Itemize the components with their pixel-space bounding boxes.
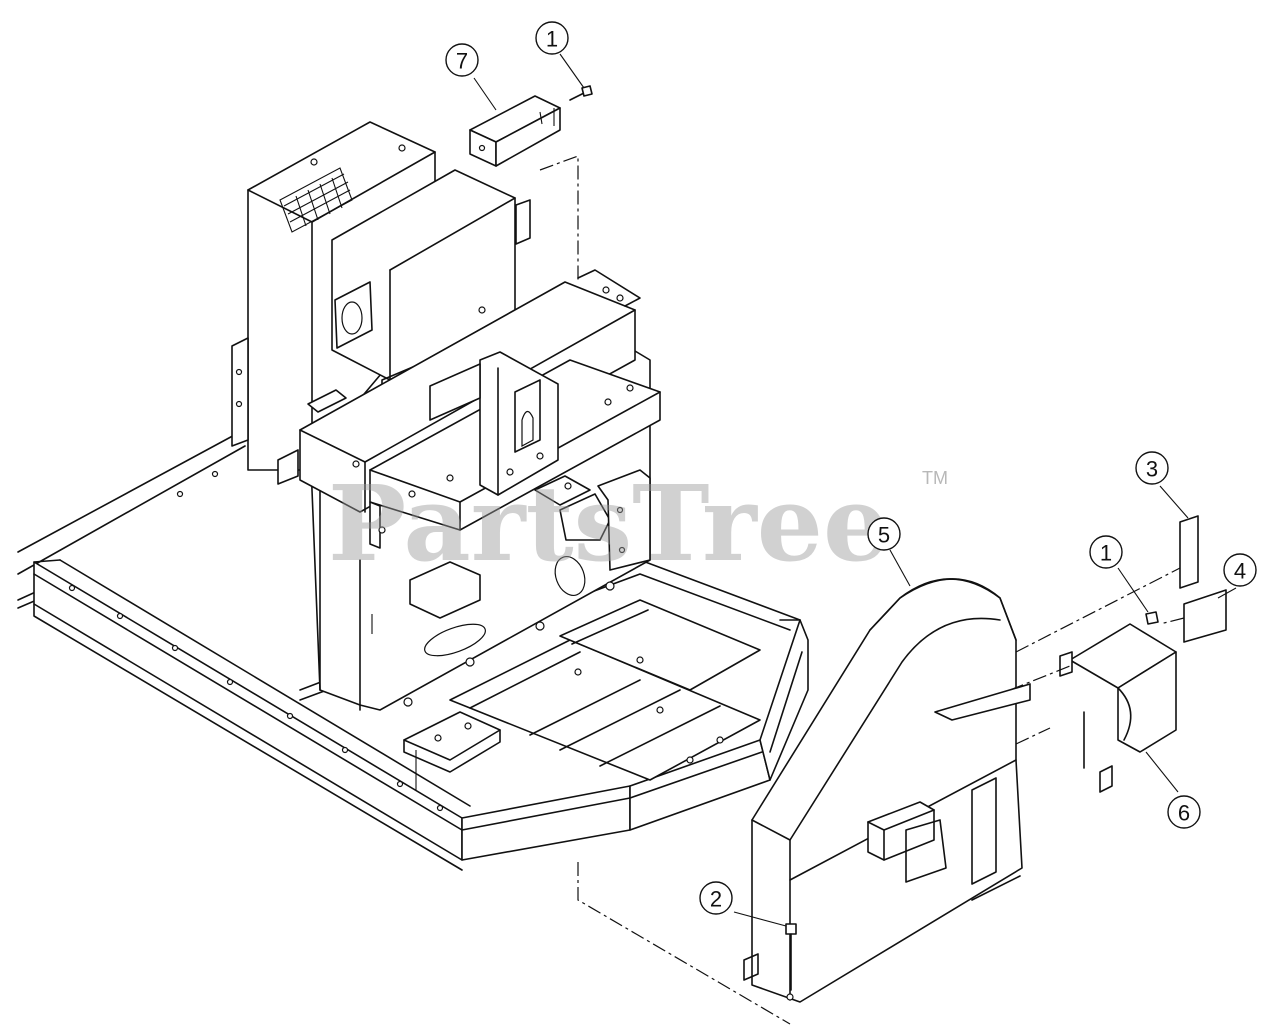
part-2-bolt — [785, 923, 797, 991]
part-4-plate — [1183, 589, 1227, 643]
assembly-lines — [539, 155, 1185, 1025]
front-bracket — [534, 469, 651, 571]
svg-text:2: 2 — [710, 887, 722, 912]
callout-6: 6 — [1167, 795, 1201, 829]
svg-text:7: 7 — [456, 49, 468, 74]
svg-text:4: 4 — [1234, 559, 1246, 584]
part-1-bolt-top — [569, 85, 593, 101]
seat-support — [331, 169, 531, 391]
callout-4: 4 — [1223, 553, 1257, 587]
watermark-trademark: TM — [922, 468, 948, 488]
leader-lines — [473, 53, 1237, 927]
svg-text:1: 1 — [1100, 541, 1112, 566]
part-6-bracket — [1059, 623, 1177, 793]
svg-text:3: 3 — [1146, 457, 1158, 482]
watermark: PartsTree TM — [328, 462, 948, 585]
part-3-strip — [1179, 515, 1199, 589]
vent-grid — [279, 167, 353, 233]
part-5-cover — [743, 578, 1031, 1003]
part-7-bracket — [469, 95, 561, 167]
callout-7: 7 — [445, 43, 479, 77]
svg-text:6: 6 — [1178, 801, 1190, 826]
svg-text:1: 1 — [546, 27, 558, 52]
callout-2: 2 — [699, 881, 733, 915]
watermark-text: PartsTree — [328, 462, 889, 585]
frame-rails — [17, 431, 809, 871]
u-bracket — [429, 351, 559, 496]
part-1-bolt-right — [1145, 611, 1159, 625]
callout-1-top: 1 — [535, 21, 569, 55]
svg-text:5: 5 — [878, 523, 890, 548]
callout-3: 3 — [1135, 451, 1169, 485]
rail-holes — [68, 470, 444, 812]
callout-5: 5 — [867, 517, 901, 551]
callout-1-right: 1 — [1089, 535, 1123, 569]
